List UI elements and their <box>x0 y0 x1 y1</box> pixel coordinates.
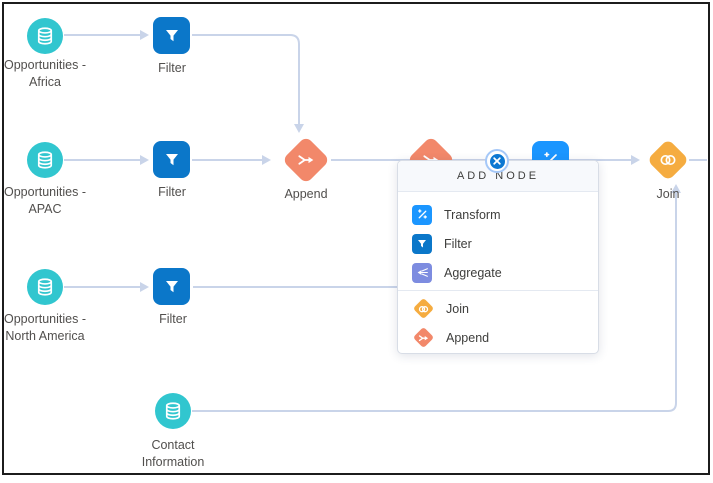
node-label: Filter <box>158 61 186 75</box>
database-icon <box>37 27 53 45</box>
menu-item-label: Aggregate <box>444 265 502 280</box>
menu-item-label: Append <box>446 330 490 345</box>
database-icon <box>37 151 53 169</box>
node-label: Filter <box>159 312 187 326</box>
filter-node-1[interactable] <box>153 17 190 54</box>
menu-item-filter[interactable]: Filter <box>398 229 598 258</box>
database-icon <box>37 278 53 296</box>
menu-item-label: Transform <box>444 207 501 222</box>
node-label: Opportunities -Africa <box>4 58 86 89</box>
filter-node-3[interactable] <box>153 268 190 305</box>
filter-icon <box>412 233 432 254</box>
close-icon <box>489 153 505 169</box>
filter-icon <box>165 29 178 41</box>
node-label: Opportunities -APAC <box>4 185 86 216</box>
dataset-node-contact-information[interactable] <box>155 393 191 429</box>
close-popup-button[interactable] <box>485 149 509 173</box>
append-icon <box>298 155 314 165</box>
menu-item-label: Filter <box>444 236 472 251</box>
append-node-1[interactable] <box>281 135 331 185</box>
filter-icon <box>165 153 178 165</box>
node-label: Join <box>656 187 680 201</box>
node-label: Append <box>284 187 328 201</box>
dataset-node-north-america[interactable] <box>27 269 63 305</box>
join-icon <box>660 155 676 165</box>
filter-icon <box>165 280 178 292</box>
menu-item-transform[interactable]: Transform <box>398 200 598 229</box>
database-icon <box>165 402 181 420</box>
menu-item-append[interactable]: Append <box>398 323 598 352</box>
add-node-menu: Transform Filter Aggregate <box>398 192 598 356</box>
dataset-node-africa[interactable] <box>27 18 63 54</box>
node-label: Filter <box>158 185 186 199</box>
node-label: Opportunities -North America <box>4 312 86 343</box>
menu-item-label: Join <box>446 301 469 316</box>
join-icon <box>412 297 434 320</box>
dataset-node-apac[interactable] <box>27 142 63 178</box>
menu-divider <box>398 290 598 291</box>
aggregate-icon <box>412 262 432 283</box>
append-icon <box>412 326 434 349</box>
add-node-popup: ADD NODE Transform Filter <box>397 160 599 354</box>
menu-item-join[interactable]: Join <box>398 294 598 323</box>
menu-item-aggregate[interactable]: Aggregate <box>398 258 598 287</box>
join-node[interactable] <box>646 138 690 182</box>
transform-icon <box>412 204 432 225</box>
filter-node-2[interactable] <box>153 141 190 178</box>
